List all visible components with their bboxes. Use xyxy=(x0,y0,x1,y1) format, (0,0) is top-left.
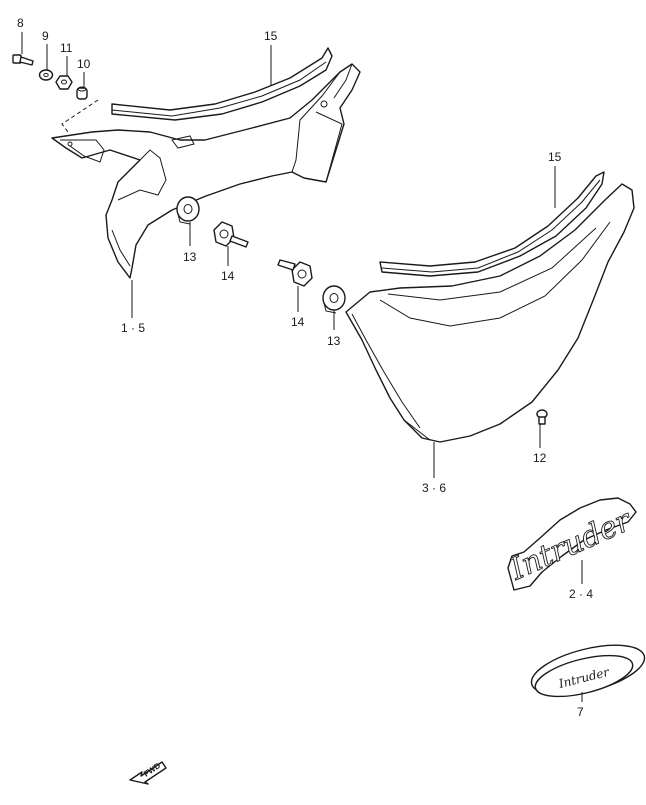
label-part-11: 11 xyxy=(60,41,73,55)
left-side-cover xyxy=(51,63,361,279)
screw-14a-icon xyxy=(213,221,249,248)
label-part-12: 12 xyxy=(533,451,547,465)
label-part-7: 7 xyxy=(577,705,584,719)
label-part-9: 9 xyxy=(42,29,49,43)
label-part-8: 8 xyxy=(17,16,24,30)
grommet-13b-icon xyxy=(322,285,346,314)
label-part-15-lower: 15 xyxy=(548,150,562,164)
fwd-arrow-icon: FWD xyxy=(129,761,167,785)
label-part-14-left: 14 xyxy=(221,269,235,283)
label-part-10: 10 xyxy=(77,57,91,71)
emblem-large: Intruder xyxy=(504,497,638,591)
emblem-oval: Intruder xyxy=(530,644,646,698)
assembly-dash-line xyxy=(61,99,99,133)
label-part-14-right: 14 xyxy=(291,315,305,329)
trim-strip-upper xyxy=(111,47,333,121)
screw-12-icon xyxy=(536,409,548,425)
label-part-1-5: 1 · 5 xyxy=(121,321,145,335)
right-side-cover xyxy=(345,183,635,443)
nut-11-icon xyxy=(55,75,73,90)
collar-10-icon xyxy=(76,86,88,100)
leader-lines xyxy=(21,32,583,702)
label-part-3-6: 3 · 6 xyxy=(422,481,446,495)
washer-9-icon xyxy=(38,69,54,81)
label-part-13-left: 13 xyxy=(183,250,197,264)
grommet-13a-icon xyxy=(176,196,200,225)
trim-strip-lower xyxy=(379,171,605,277)
label-part-2-4: 2 · 4 xyxy=(569,587,593,601)
label-part-15-upper: 15 xyxy=(264,29,278,43)
label-part-13-right: 13 xyxy=(327,334,341,348)
screw-14b-icon xyxy=(277,259,313,287)
bolt-8-icon xyxy=(12,54,34,66)
